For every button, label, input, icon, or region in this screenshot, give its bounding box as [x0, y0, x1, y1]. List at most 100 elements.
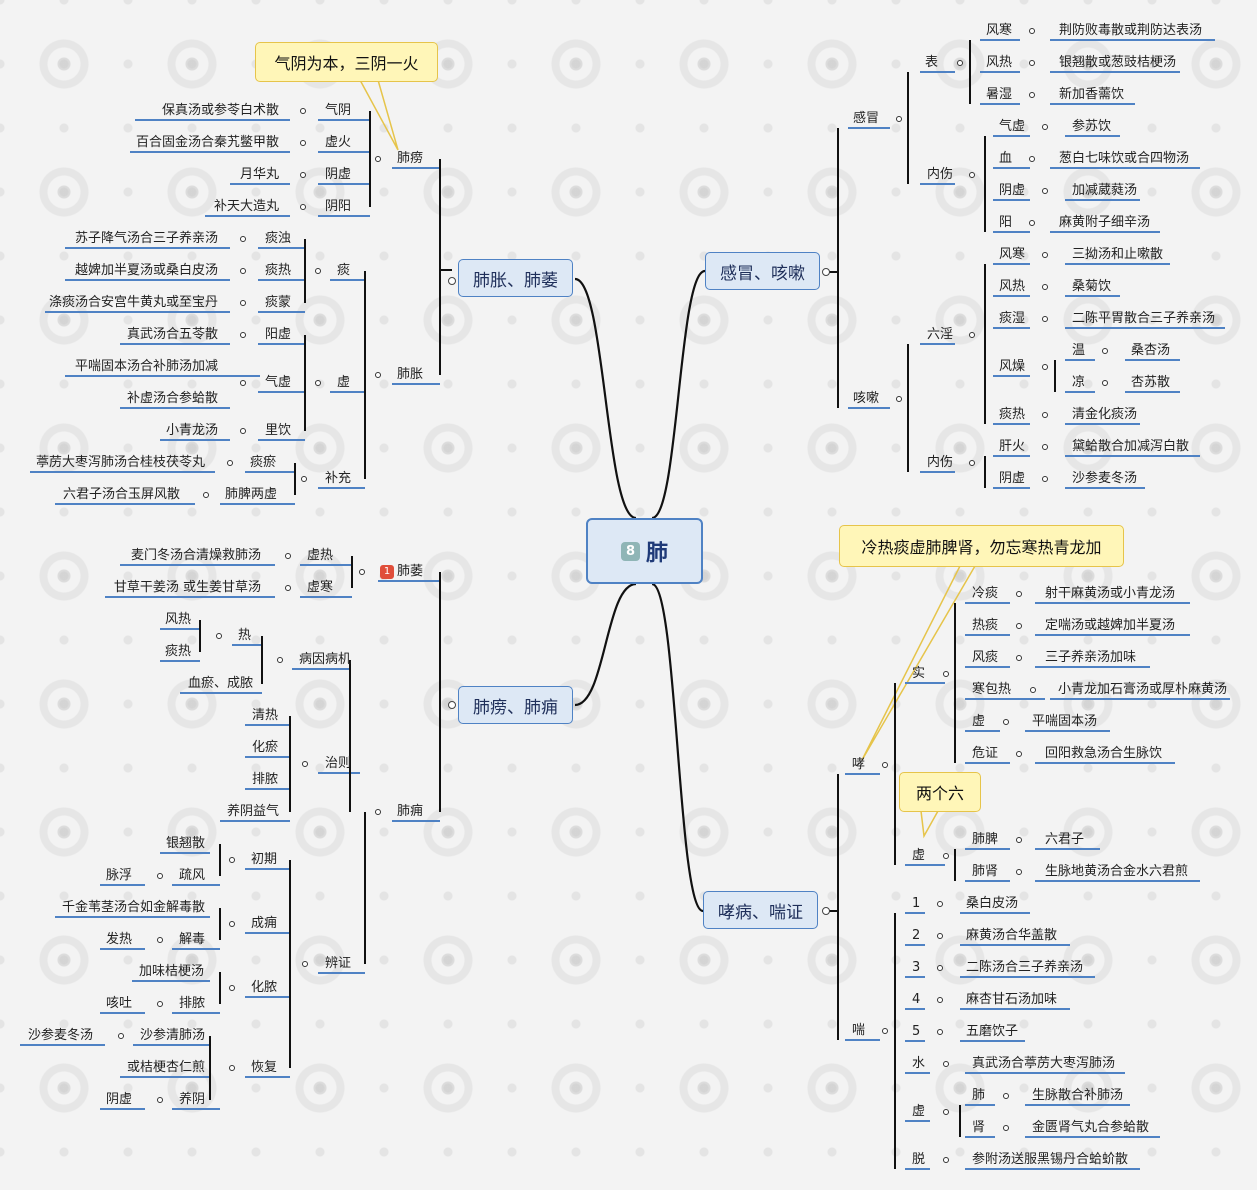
collapse-toggle[interactable]: [1042, 124, 1048, 130]
collapse-toggle[interactable]: [1029, 220, 1035, 226]
bl-topic-3[interactable]: 虚寒: [307, 580, 334, 595]
collapse-toggle[interactable]: [943, 1061, 949, 1067]
collapse-toggle[interactable]: [1029, 60, 1035, 66]
collapse-toggle[interactable]: [203, 492, 209, 498]
tl-topic-21[interactable]: 虚: [337, 375, 351, 390]
collapse-toggle[interactable]: [375, 156, 381, 162]
br-topic-3[interactable]: 定喘汤或越婢加半夏汤: [1045, 618, 1176, 633]
br-topic-27[interactable]: 5: [912, 1024, 921, 1039]
tr-topic-3[interactable]: 风热: [986, 55, 1013, 70]
collapse-toggle[interactable]: [943, 853, 949, 859]
central-topic[interactable]: 8 肺: [586, 518, 703, 584]
br-topic-20[interactable]: 桑白皮汤: [966, 896, 1019, 911]
tr-topic-15[interactable]: 阳: [999, 215, 1013, 230]
collapse-toggle[interactable]: [315, 380, 321, 386]
tr-topic-16[interactable]: 麻黄附子细辛汤: [1059, 215, 1151, 230]
bl-topic-25[interactable]: 排脓: [179, 996, 206, 1011]
tr-topic-19[interactable]: 三拗汤和止嗽散: [1072, 247, 1164, 262]
tr-topic-6[interactable]: 新加香薷饮: [1059, 87, 1125, 102]
collapse-toggle[interactable]: [896, 116, 902, 122]
tl-topic-24[interactable]: 葶苈大枣泻肺汤合桂枝茯苓丸: [35, 455, 205, 470]
br-topic-21[interactable]: 2: [912, 928, 921, 943]
collapse-toggle[interactable]: [882, 1028, 888, 1034]
br-topic-5[interactable]: 三子养亲汤加味: [1045, 650, 1137, 665]
tl-topic-1[interactable]: 气阴: [325, 103, 352, 118]
collapse-toggle[interactable]: [1016, 751, 1022, 757]
collapse-toggle[interactable]: [969, 460, 975, 466]
collapse-toggle[interactable]: [229, 1065, 235, 1071]
br-topic-1[interactable]: 射干麻黄汤或小青龙汤: [1045, 586, 1176, 601]
collapse-toggle[interactable]: [285, 553, 291, 559]
collapse-toggle[interactable]: [240, 236, 246, 242]
collapse-toggle[interactable]: [969, 172, 975, 178]
br-topic-25[interactable]: 4: [912, 992, 921, 1007]
br-topic-33[interactable]: 生脉散合补肺汤: [1032, 1088, 1124, 1103]
br-topic-26[interactable]: 麻杏甘石汤加味: [966, 992, 1058, 1007]
tr-topic-18[interactable]: 风寒: [999, 247, 1026, 262]
tr-topic-7[interactable]: 感冒: [853, 111, 880, 126]
tl-topic-25[interactable]: 痰瘀: [250, 455, 277, 470]
tr-topic-11[interactable]: 血: [999, 151, 1013, 166]
collapse-toggle[interactable]: [969, 332, 975, 338]
collapse-toggle[interactable]: [937, 965, 943, 971]
br-topic-14[interactable]: 虚: [912, 848, 926, 863]
collapse-toggle[interactable]: [1016, 623, 1022, 629]
tr-topic-17[interactable]: 六淫: [927, 327, 954, 342]
bl-topic-31[interactable]: 养阴: [179, 1092, 206, 1107]
br-topic-7[interactable]: 小青龙加石膏汤或厚朴麻黄汤: [1058, 682, 1228, 697]
bl-topic-18[interactable]: 初期: [251, 852, 278, 867]
collapse-toggle[interactable]: [277, 657, 283, 663]
tr-topic-14[interactable]: 加减葳蕤汤: [1072, 183, 1138, 198]
collapse-toggle[interactable]: [157, 1001, 163, 1007]
br-topic-11[interactable]: 回阳救急汤合生脉饮: [1045, 746, 1163, 761]
collapse-toggle[interactable]: [1042, 364, 1048, 370]
br-topic-13[interactable]: 哮: [852, 757, 866, 772]
tr-topic-13[interactable]: 阴虚: [999, 183, 1026, 198]
collapse-toggle[interactable]: [240, 300, 246, 306]
note-liangge[interactable]: 两个六: [899, 772, 981, 812]
tr-topic-30[interactable]: 清金化痰汤: [1072, 407, 1138, 422]
collapse-toggle[interactable]: [943, 1157, 949, 1163]
collapse-toggle[interactable]: [957, 60, 963, 66]
br-topic-4[interactable]: 风痰: [972, 650, 999, 665]
collapse-toggle[interactable]: [302, 961, 308, 967]
tr-topic-25[interactable]: 温: [1072, 343, 1086, 358]
collapse-toggle[interactable]: [937, 997, 943, 1003]
collapse-toggle[interactable]: [240, 428, 246, 434]
collapse-toggle[interactable]: [1029, 28, 1035, 34]
branch-collapse-toggle[interactable]: [822, 268, 830, 276]
collapse-toggle[interactable]: [227, 460, 233, 466]
tl-topic-22[interactable]: 小青龙汤: [165, 423, 218, 438]
collapse-toggle[interactable]: [1029, 156, 1035, 162]
collapse-toggle[interactable]: [300, 172, 306, 178]
bl-topic-20[interactable]: 发热: [106, 932, 133, 947]
tl-topic-26[interactable]: 六君子汤合玉屏风散: [62, 487, 180, 502]
collapse-toggle[interactable]: [1003, 719, 1009, 725]
br-topic-8[interactable]: 虚: [972, 714, 986, 729]
bl-topic-26[interactable]: 化脓: [251, 980, 278, 995]
bl-topic-32[interactable]: 恢复: [251, 1060, 278, 1075]
tl-topic-29[interactable]: 肺胀: [397, 367, 424, 382]
br-topic-22[interactable]: 麻黄汤合华盖散: [966, 928, 1058, 943]
collapse-toggle[interactable]: [937, 933, 943, 939]
tr-topic-31[interactable]: 咳嗽: [853, 391, 880, 406]
br-topic-36[interactable]: 脱: [912, 1152, 926, 1167]
bl-topic-10[interactable]: 清热: [252, 708, 279, 723]
br-topic-17[interactable]: 肺肾: [972, 864, 999, 879]
tr-topic-36[interactable]: 沙参麦冬汤: [1072, 471, 1138, 486]
tl-topic-15[interactable]: 痰: [337, 263, 351, 278]
tr-topic-1[interactable]: 风寒: [986, 23, 1013, 38]
tr-topic-20[interactable]: 风热: [999, 279, 1026, 294]
bl-topic-21[interactable]: 解毒: [179, 932, 206, 947]
bl-topic-11[interactable]: 化瘀: [252, 740, 279, 755]
br-topic-24[interactable]: 二陈汤合三子养亲汤: [966, 960, 1084, 975]
branch-collapse-toggle[interactable]: [448, 701, 456, 709]
br-topic-23[interactable]: 3: [912, 960, 921, 975]
tr-topic-26[interactable]: 桑杏汤: [1131, 343, 1171, 358]
collapse-toggle[interactable]: [315, 268, 321, 274]
collapse-toggle[interactable]: [1029, 92, 1035, 98]
collapse-toggle[interactable]: [943, 671, 949, 677]
bl-topic-33[interactable]: 辨证: [325, 956, 352, 971]
collapse-toggle[interactable]: [300, 140, 306, 146]
tr-topic-34[interactable]: 黛蛤散合加减泻白散: [1072, 439, 1190, 454]
